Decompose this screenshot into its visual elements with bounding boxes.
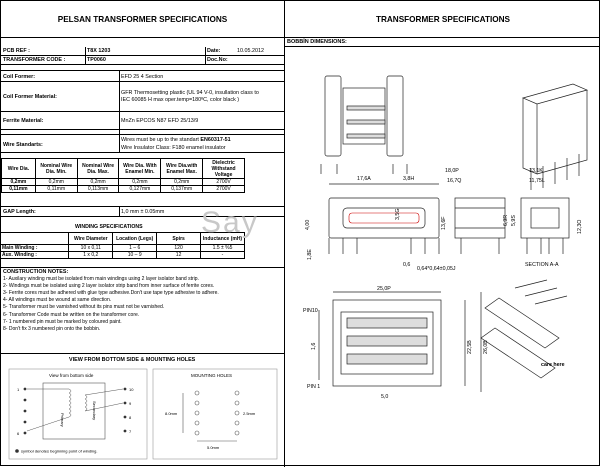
svg-text:5,9S: 5,9S xyxy=(511,215,517,226)
pin-label: 1 xyxy=(17,387,20,392)
svg-text:1,8E: 1,8E xyxy=(307,249,313,260)
primary-label: Primary xyxy=(60,413,65,427)
watermark: Say xyxy=(201,206,259,239)
coil-former-material-line1: GFR Thermosetting plastic (UL 94 V-0, in… xyxy=(121,90,259,96)
svg-text:17,6A: 17,6A xyxy=(357,176,371,182)
svg-text:11,75L: 11,75L xyxy=(529,178,545,184)
pin-label: 10 xyxy=(129,387,134,392)
bobbin-title: BOBBİN DIMENSIONS: xyxy=(285,38,600,47)
coil-former-label: Coil Former: xyxy=(3,74,36,80)
wire-standarts-line1: Wires must be up to the standart EN60317… xyxy=(121,137,231,143)
svg-text:18,0P: 18,0P xyxy=(445,168,459,174)
dim-label: 2.5mm xyxy=(243,411,256,416)
transformer-code-value: TP0060 xyxy=(87,57,106,63)
dim-label: 5.0mm xyxy=(207,445,220,450)
svg-text:4,00: 4,00 xyxy=(305,220,311,230)
pcb-ref-value: T8X 1203 xyxy=(87,48,111,54)
gap-length-label: GAP Length: xyxy=(3,209,36,215)
svg-text:12,3O: 12,3O xyxy=(577,220,583,234)
list-item: 3- Ferrite cores must be adhered with gl… xyxy=(3,290,219,297)
transformer-code-label: TRANSFORMER CODE : xyxy=(3,57,66,63)
svg-text:0,64*0,64±0,05J: 0,64*0,64±0,05J xyxy=(417,266,456,272)
left-title: PELSAN TRANSFORMER SPECIFICATIONS xyxy=(1,1,284,38)
bobbin-drawing: 17,6A 3,8H 18,0P 16,7Q 13,1K 11,75L 4,00… xyxy=(303,75,589,400)
pin-label: 9 xyxy=(129,401,132,406)
ferrite-material-row: Ferrite Material: MnZn EPCOS N87 EFD 25/… xyxy=(1,112,285,130)
gap-length-row: GAP Length: 1,0 mm ± 0.05mm xyxy=(1,206,285,217)
svg-text:6,9R: 6,9R xyxy=(503,215,509,226)
wire-standarts-line2: Wire Insulator Class: F180 enamel insula… xyxy=(121,145,226,151)
mounting-caption: MOUNTING HOLES xyxy=(191,373,232,378)
winding-table-header: Wire Diameter Location (Legs) Spirs Indu… xyxy=(1,232,245,245)
wire-table-header: Wire Dia. Nominal Wire Dia. Min. Nominal… xyxy=(1,158,245,179)
bottom-view-diagram: View from bottom side Primary Secondary … xyxy=(8,368,278,460)
svg-text:1,6: 1,6 xyxy=(311,343,317,350)
coil-former-material-label: Coil Former Material: xyxy=(3,94,57,100)
bottom-view-caption: View from bottom side xyxy=(49,373,94,378)
date-value: 10.05.2012 xyxy=(237,48,264,54)
dim-label: 8.0mm xyxy=(165,411,178,416)
coil-former-row: Coil Former: EFD 25 4 Section xyxy=(1,70,285,82)
svg-text:25,0P: 25,0P xyxy=(377,286,391,292)
transformer-code-row: TRANSFORMER CODE : TP0060 Doc.No: xyxy=(1,56,285,65)
coil-former-value: EFD 25 4 Section xyxy=(121,74,164,80)
list-item: 5- Transformer must be varnished without… xyxy=(3,304,165,311)
right-title: TRANSFORMER SPECIFICATIONS xyxy=(285,1,600,38)
pin1-label: PIN 1 xyxy=(307,384,320,390)
wire-standarts-row: Wire Standarts: Wires must be up to the … xyxy=(1,134,285,153)
list-item: 8- Don't fix 3 numbered pin onto the bob… xyxy=(3,325,101,332)
winding-title: WINDING SPECIFICATIONS xyxy=(75,224,143,230)
pin-label: 8 xyxy=(129,415,132,420)
gap-length-value: 1,0 mm ± 0.05mm xyxy=(121,209,165,215)
svg-text:16,7Q: 16,7Q xyxy=(447,178,461,184)
secondary-label: Secondary xyxy=(92,401,97,420)
coil-former-material-row: Coil Former Material: GFR Thermosetting … xyxy=(1,82,285,112)
list-item: 7- 1 numbered pin must be marked by colo… xyxy=(3,318,122,325)
doc-no-label: Doc.No: xyxy=(207,57,228,63)
list-item: 6- Transformer Code must be written on t… xyxy=(3,311,140,318)
pin-label: 6 xyxy=(17,431,20,436)
left-panel: PELSAN TRANSFORMER SPECIFICATIONS PCB RE… xyxy=(1,1,285,467)
coil-former-material-line2: IEC 60085 H max oper.temp=180ºC, color b… xyxy=(121,97,240,103)
dot-icon xyxy=(15,449,19,453)
care-label: care here xyxy=(541,362,565,368)
right-panel: TRANSFORMER SPECIFICATIONS BOBBİN DIMENS… xyxy=(285,1,600,467)
date-label: Date: xyxy=(207,48,221,54)
pcb-ref-row: PCB REF : T8X 1203 Date: 10.05.2012 xyxy=(1,47,285,56)
list-item: 1- Auxilary winding must be isolated fro… xyxy=(3,276,199,283)
symbol-note: symbol denotes beginning point of windin… xyxy=(21,449,98,454)
construction-notes: CONSTRUCTION NOTES: 1- Auxilary winding … xyxy=(3,269,219,333)
construction-title: CONSTRUCTION NOTES: xyxy=(3,269,69,275)
pin-label: 7 xyxy=(129,429,132,434)
list-item: 4- All windings must be wound at same di… xyxy=(3,297,112,304)
list-item: 2- Windings must be isolated using 2 lay… xyxy=(3,283,215,290)
wire-table: Wire Dia. Nominal Wire Dia. Min. Nominal… xyxy=(1,158,245,193)
svg-text:3,5G: 3,5G xyxy=(395,209,401,220)
pcb-ref-label: PCB REF : xyxy=(3,48,30,54)
pin10-label: PIN10 xyxy=(303,308,318,314)
svg-text:0,6: 0,6 xyxy=(403,262,410,268)
svg-text:13,6F: 13,6F xyxy=(441,216,447,230)
bottom-view-title: VIEW FROM BOTTOM SIDE & MOUNTING HOLES xyxy=(69,357,196,363)
section-label: SECTION A-A xyxy=(525,262,559,268)
svg-text:22,5B: 22,5B xyxy=(467,340,473,354)
ferrite-material-label: Ferrite Material: xyxy=(3,118,44,124)
svg-text:13,1K: 13,1K xyxy=(529,168,543,174)
winding-table: Wire Diameter Location (Legs) Spirs Indu… xyxy=(1,232,245,259)
wire-standarts-label: Wire Standarts: xyxy=(3,142,43,148)
svg-text:26,0B: 26,0B xyxy=(483,340,489,354)
svg-text:3,8H: 3,8H xyxy=(403,176,414,182)
ferrite-material-value: MnZn EPCOS N87 EFD 25/13/9 xyxy=(121,118,199,124)
svg-text:5,0: 5,0 xyxy=(381,394,388,400)
